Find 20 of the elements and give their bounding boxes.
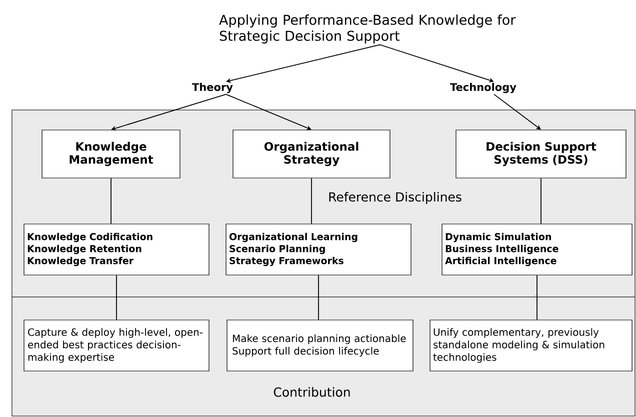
contribution-box: Unify complementary, previously standalone modeling & simulation technologies [430, 320, 632, 372]
connector-line [318, 274, 319, 320]
category-label: Technology [450, 82, 516, 94]
title-text: Applying Performance-Based Knowledge for Strategic Decision Support [219, 14, 516, 44]
discipline-box: Organizational Strategy [232, 130, 390, 178]
connector-line [116, 274, 117, 320]
discipline-box: Knowledge Management [42, 130, 180, 178]
topic-box: Knowledge Codification Knowledge Retention Knowledge Transfer [24, 224, 210, 276]
category-label: Theory [192, 82, 233, 94]
connector-line [110, 178, 112, 224]
contribution-box: Make scenario planning actionable Support full decision lifecycle [226, 320, 414, 372]
connector-line [540, 178, 542, 224]
connector-line [536, 274, 538, 320]
contribution-box: Capture & deploy high-level, open-ended best practices decision-making expertise [24, 320, 210, 372]
arrow [494, 94, 541, 130]
topic-box: Dynamic Simulation Business Intelligence Artificial Intelligence [442, 224, 632, 276]
arrow [111, 94, 226, 131]
discipline-box: Decision Support Systems (DSS) [456, 130, 626, 178]
topic-box: Organizational Learning Scenario Planning Strategy Frameworks [226, 224, 412, 276]
connector-line [311, 178, 312, 224]
